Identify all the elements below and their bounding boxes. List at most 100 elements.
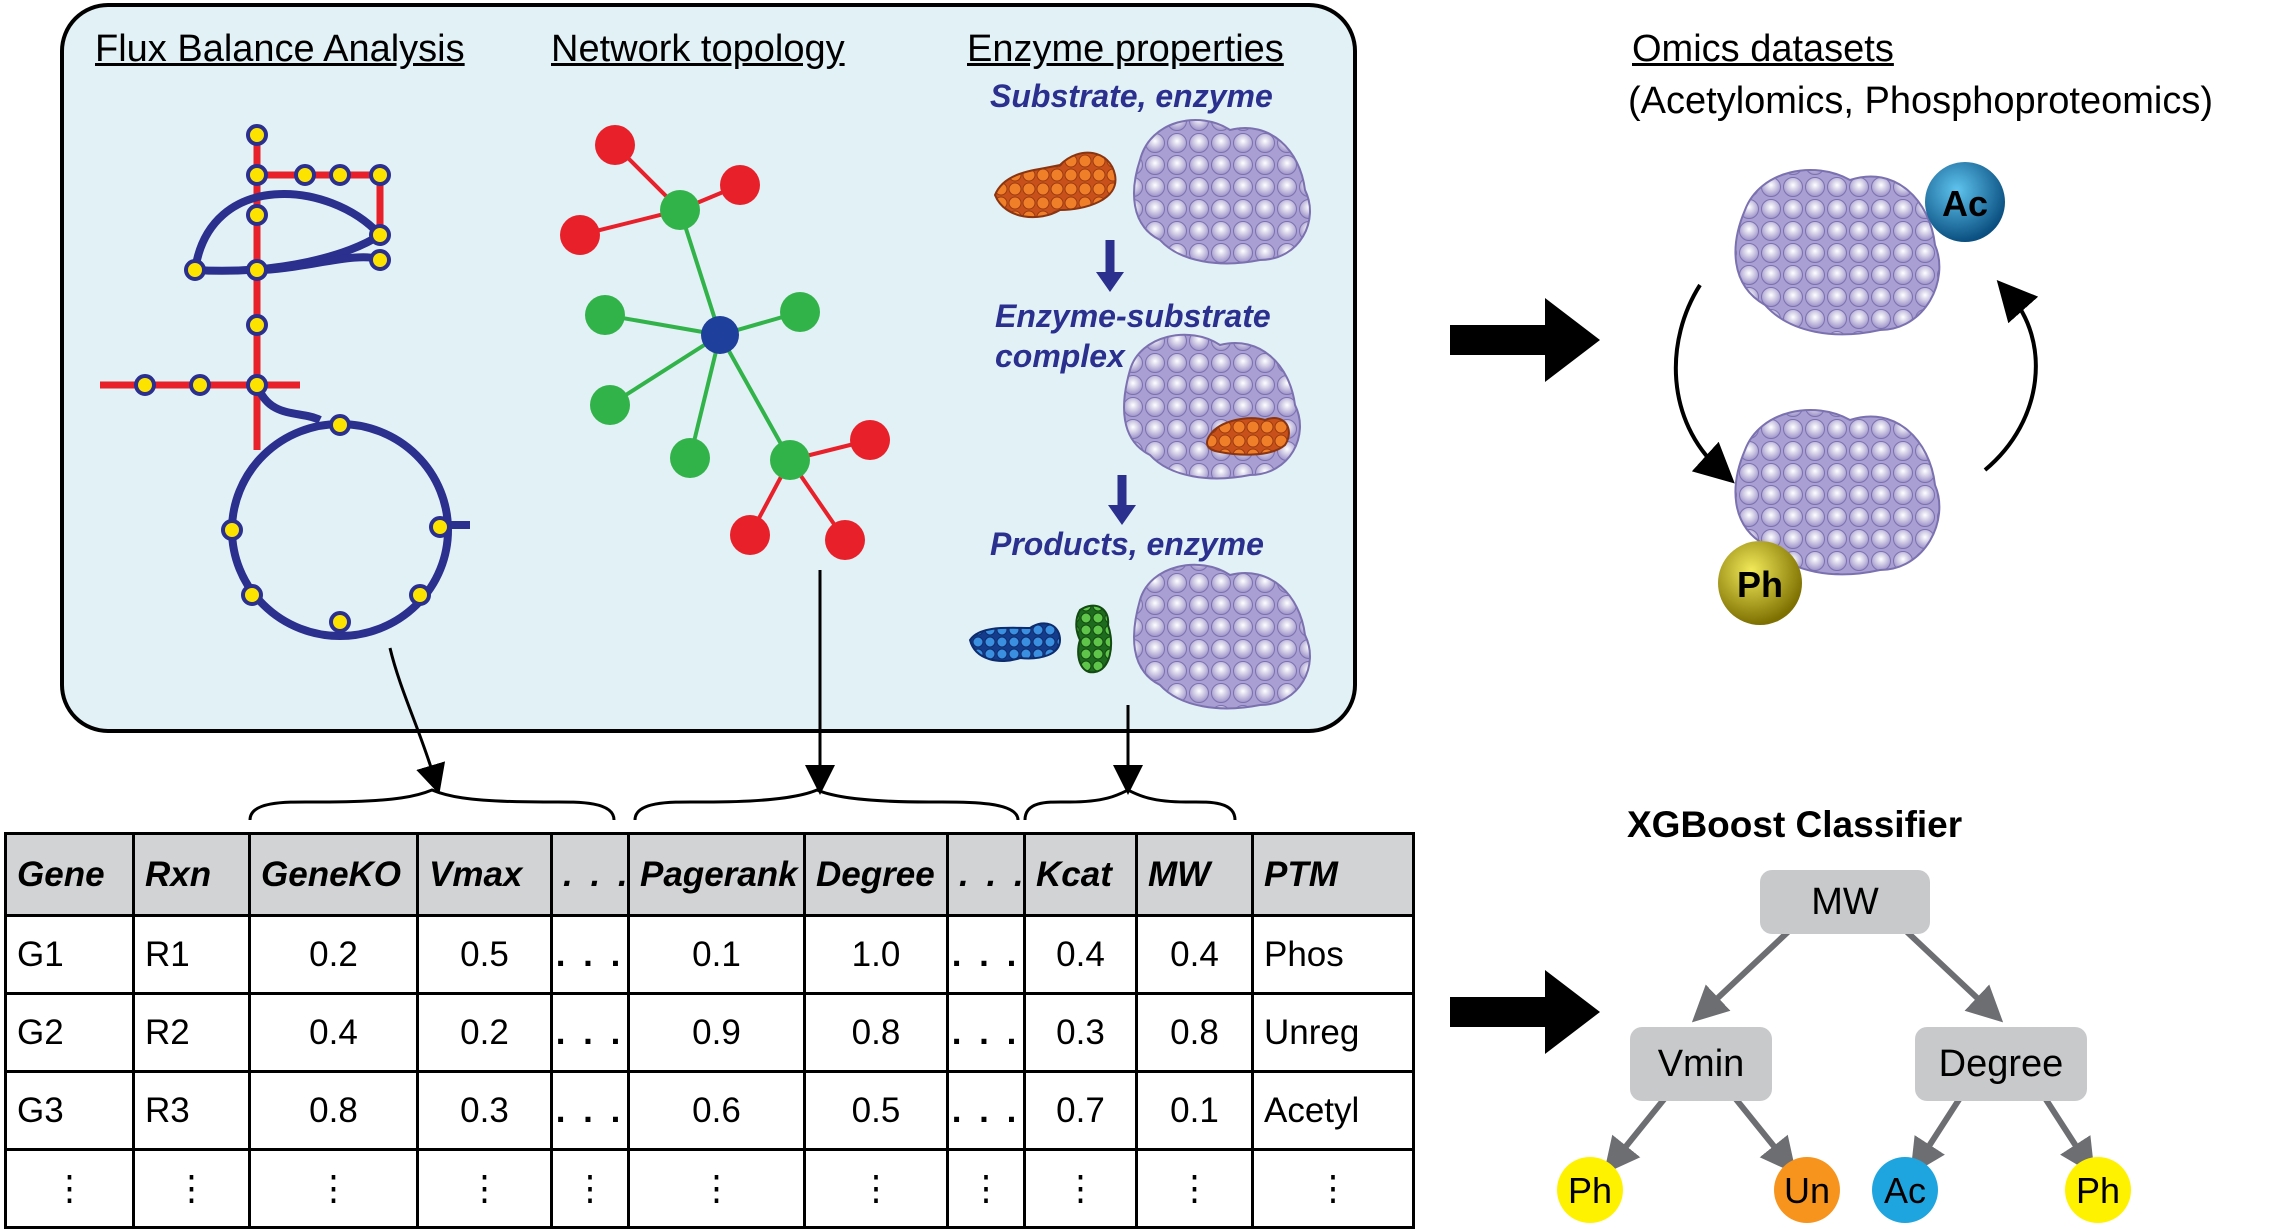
- col-header-ptm: PTM: [1251, 832, 1415, 917]
- tree-leaf: [1774, 1157, 1840, 1223]
- net-node-green: [780, 292, 820, 332]
- omics-title: Omics datasets: [1632, 28, 1894, 70]
- table-cell: Unreg: [1251, 992, 1415, 1073]
- table-cell: R1: [132, 914, 251, 995]
- tree-node-root: [1760, 870, 1930, 934]
- tree-leaf-label: Ac: [1884, 1170, 1926, 1211]
- cycle-arrow-left: [1673, 283, 1735, 484]
- enzyme-step-substrate: Substrate, enzyme: [990, 78, 1273, 114]
- col-header-vmax: Vmax: [416, 832, 553, 917]
- table-cell: ⋮: [1023, 1148, 1138, 1229]
- table-cell: ⋮: [248, 1148, 419, 1229]
- table-cell: 0.1: [627, 914, 806, 995]
- tree-node-right-label: Degree: [1939, 1043, 2064, 1085]
- table-cell: ⋮: [416, 1148, 553, 1229]
- net-node-green: [585, 295, 625, 335]
- omics-drawing: Ac Ph: [1673, 162, 2039, 625]
- acetyl-ball-label: Ac: [1942, 183, 1988, 224]
- table-cell: ⋮: [1135, 1148, 1254, 1229]
- col-header-pagerank: Pagerank: [627, 832, 806, 917]
- enzyme-step-complex-line1: Enzyme-substrate: [995, 298, 1271, 334]
- table-cell: Phos: [1251, 914, 1415, 995]
- table-cell: . . .: [550, 992, 630, 1073]
- table-cell: ⋮: [132, 1148, 251, 1229]
- table-row: ⋮ ⋮ ⋮ ⋮ ⋮ ⋮ ⋮ ⋮ ⋮ ⋮ ⋮: [4, 1148, 1415, 1229]
- table-row: G2 R2 0.4 0.2 . . . 0.9 0.8 . . . 0.3 0.…: [4, 992, 1415, 1073]
- table-cell: ⋮: [946, 1148, 1026, 1229]
- arrow-to-omics: [1450, 298, 1600, 382]
- tree-node-left: [1630, 1027, 1772, 1101]
- xgboost-tree: MW Vmin Degree Ph Un Ac Ph: [1557, 870, 2131, 1223]
- col-header-geneko: GeneKO: [248, 832, 419, 917]
- table-cell: G3: [4, 1070, 135, 1151]
- tree-node-right: [1915, 1027, 2087, 1101]
- table-cell: R2: [132, 992, 251, 1073]
- table-header-row: Gene Rxn GeneKO Vmax . . . Pagerank Degr…: [4, 832, 1415, 917]
- table-cell: 0.8: [803, 992, 949, 1073]
- enzyme-protein-1: [1133, 119, 1311, 265]
- table-cell: 0.2: [416, 992, 553, 1073]
- table-cell: Acetyl: [1251, 1070, 1415, 1151]
- brace-enzyme: [1023, 788, 1237, 821]
- enzyme-step-complex-line2: complex: [995, 338, 1125, 374]
- substrate-molecule: [993, 151, 1117, 219]
- net-node-green: [660, 190, 700, 230]
- tree-leaf-label: Un: [1784, 1170, 1830, 1211]
- table-cell: 0.4: [1023, 914, 1138, 995]
- feature-table: Gene Rxn GeneKO Vmax . . . Pagerank Degr…: [4, 832, 1415, 1229]
- tree-leaf: [1557, 1157, 1623, 1223]
- enzyme-step-products: Products, enzyme: [990, 526, 1264, 562]
- omics-protein-acetyl: [1734, 169, 1941, 336]
- omics-subtitle: (Acetylomics, Phosphoproteomics): [1628, 80, 2213, 122]
- network-topology-header: Network topology: [551, 28, 845, 70]
- brace-fba: [248, 788, 616, 821]
- table-cell: 0.9: [627, 992, 806, 1073]
- tree-leaf: [2065, 1157, 2131, 1223]
- table-row: G1 R1 0.2 0.5 . . . 0.1 1.0 . . . 0.4 0.…: [4, 914, 1415, 995]
- table-cell: ⋮: [627, 1148, 806, 1229]
- enzyme-properties-header: Enzyme properties: [967, 28, 1284, 70]
- col-header-ellipsis: . . .: [550, 832, 630, 917]
- table-cell: 0.4: [1135, 914, 1254, 995]
- tree-leaf-label: Ph: [1568, 1170, 1612, 1211]
- net-node-red: [560, 215, 600, 255]
- table-row: G3 R3 0.8 0.3 . . . 0.6 0.5 . . . 0.7 0.…: [4, 1070, 1415, 1151]
- table-cell: R3: [132, 1070, 251, 1151]
- table-cell: 0.5: [416, 914, 553, 995]
- table-cell: . . .: [946, 914, 1026, 995]
- table-cell: . . .: [550, 914, 630, 995]
- enzyme-protein-3: [1133, 563, 1311, 710]
- table-cell: ⋮: [803, 1148, 949, 1229]
- table-cell: 1.0: [803, 914, 949, 995]
- net-node-hub: [701, 316, 739, 354]
- net-node-red: [850, 420, 890, 460]
- table-cell: ⋮: [4, 1148, 135, 1229]
- net-node-green: [770, 440, 810, 480]
- product-molecule-blue: [968, 622, 1062, 662]
- table-cell: . . .: [550, 1070, 630, 1151]
- table-cell: ⋮: [1251, 1148, 1415, 1229]
- tree-node-root-label: MW: [1811, 881, 1879, 923]
- col-header-gene: Gene: [4, 832, 135, 917]
- col-header-kcat: Kcat: [1023, 832, 1138, 917]
- table-cell: 0.8: [1135, 992, 1254, 1073]
- acetyl-ball: [1925, 162, 2005, 242]
- table-cell: 0.5: [803, 1070, 949, 1151]
- col-header-ellipsis: . . .: [946, 832, 1026, 917]
- net-node-red: [825, 520, 865, 560]
- enzyme-protein-2: [1123, 333, 1301, 480]
- net-node-red: [595, 125, 635, 165]
- table-cell: 0.3: [416, 1070, 553, 1151]
- phospho-ball: [1718, 541, 1802, 625]
- product-molecule-green: [1075, 604, 1113, 674]
- brace-network: [633, 788, 1020, 821]
- net-node-red: [730, 515, 770, 555]
- table-cell: ⋮: [550, 1148, 630, 1229]
- table-cell: . . .: [946, 1070, 1026, 1151]
- table-cell: G2: [4, 992, 135, 1073]
- col-header-mw: MW: [1135, 832, 1254, 917]
- network-topology-drawing: [560, 125, 890, 560]
- table-cell: 0.8: [248, 1070, 419, 1151]
- fba-header: Flux Balance Analysis: [95, 28, 465, 70]
